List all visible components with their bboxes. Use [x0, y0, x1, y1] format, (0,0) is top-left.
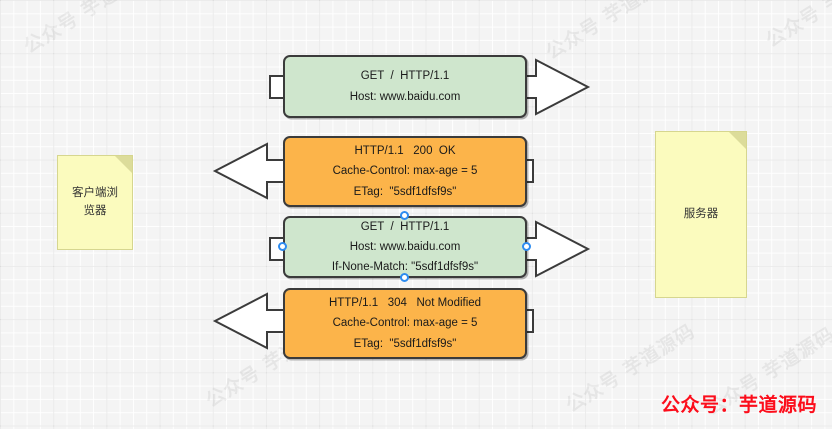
note-client-browser-label: 客户端浏 览器: [64, 185, 126, 221]
brand-watermark-text: 公众号：芋道源码: [661, 394, 818, 416]
selection-handle-right[interactable]: [522, 242, 531, 251]
message-line: Cache-Control: max-age = 5: [332, 317, 478, 330]
page-fold-icon: [115, 156, 132, 173]
message-line: If-None-Match: "5sdf1dfsf9s": [331, 261, 479, 274]
note-client-browser[interactable]: 客户端浏 览器: [57, 155, 133, 250]
note-label-line-1: 客户端浏: [72, 186, 118, 199]
selection-handle-left[interactable]: [278, 242, 287, 251]
selection-handle-bottom[interactable]: [400, 273, 409, 282]
message-line: HTTP/1.1 304 Not Modified: [328, 297, 482, 310]
message-line: HTTP/1.1 200 OK: [354, 145, 456, 158]
message-line: GET / HTTP/1.1: [360, 220, 450, 233]
watermark-text: 公众号 芋道源码: [762, 0, 832, 53]
note-server-label: 服务器: [683, 207, 719, 220]
message-box-request-2[interactable]: GET / HTTP/1.1 Host: www.baidu.com If-No…: [283, 216, 527, 278]
note-server[interactable]: 服务器: [655, 131, 747, 298]
message-line: ETag: "5sdf1dfsf9s": [353, 185, 457, 198]
message-box-request-1[interactable]: GET / HTTP/1.1 Host: www.baidu.com: [283, 55, 527, 118]
watermark-text: 公众号 芋道源码: [20, 0, 157, 59]
message-box-response-2[interactable]: HTTP/1.1 304 Not Modified Cache-Control:…: [283, 288, 527, 359]
selection-handle-top[interactable]: [400, 211, 409, 220]
message-line: Cache-Control: max-age = 5: [332, 165, 478, 178]
message-line: Host: www.baidu.com: [349, 90, 461, 103]
note-label-line-2: 览器: [83, 204, 107, 217]
message-line: GET / HTTP/1.1: [360, 70, 450, 83]
message-line: ETag: "5sdf1dfsf9s": [353, 337, 457, 350]
message-box-response-1[interactable]: HTTP/1.1 200 OK Cache-Control: max-age =…: [283, 136, 527, 207]
message-line: Host: www.baidu.com: [349, 240, 461, 253]
page-fold-icon: [729, 132, 746, 149]
